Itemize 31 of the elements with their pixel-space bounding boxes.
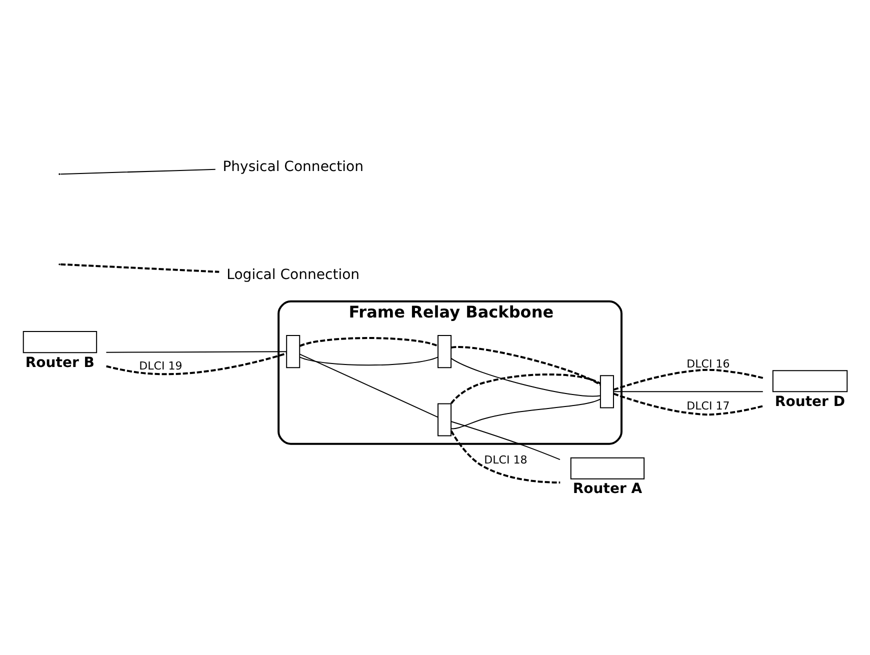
- connector: [451, 398, 600, 430]
- node-box: [286, 335, 300, 368]
- node-box: [22, 331, 98, 354]
- node-box: [600, 375, 614, 408]
- connector: [299, 337, 438, 347]
- connector: [106, 351, 287, 353]
- legend-label: Physical Connection: [222, 158, 364, 175]
- connector: [613, 392, 763, 416]
- edge-label: DLCI 18: [484, 454, 528, 467]
- node-box: [772, 370, 848, 392]
- node-box: [438, 403, 452, 436]
- connector: [450, 373, 601, 404]
- node-label: Router B: [25, 354, 94, 371]
- edge-label: DLCI 17: [686, 400, 730, 413]
- connector: [614, 391, 763, 392]
- node-box: [570, 457, 645, 480]
- connector: [300, 356, 438, 366]
- edge-label: DLCI 16: [686, 357, 730, 370]
- connector: [450, 358, 600, 397]
- node-label: Router A: [572, 481, 642, 498]
- node-label: Router D: [774, 394, 845, 410]
- connector: [613, 368, 764, 391]
- connector: [451, 346, 601, 386]
- connector: [450, 430, 560, 484]
- connector: [300, 354, 438, 418]
- connector: [106, 352, 287, 376]
- cluster: Frame Relay Backbone: [278, 300, 623, 445]
- legend-label: Logical Connection: [226, 267, 360, 284]
- edge-label: DLCI 19: [139, 359, 182, 372]
- connector: [450, 420, 560, 460]
- node-box: [438, 335, 452, 368]
